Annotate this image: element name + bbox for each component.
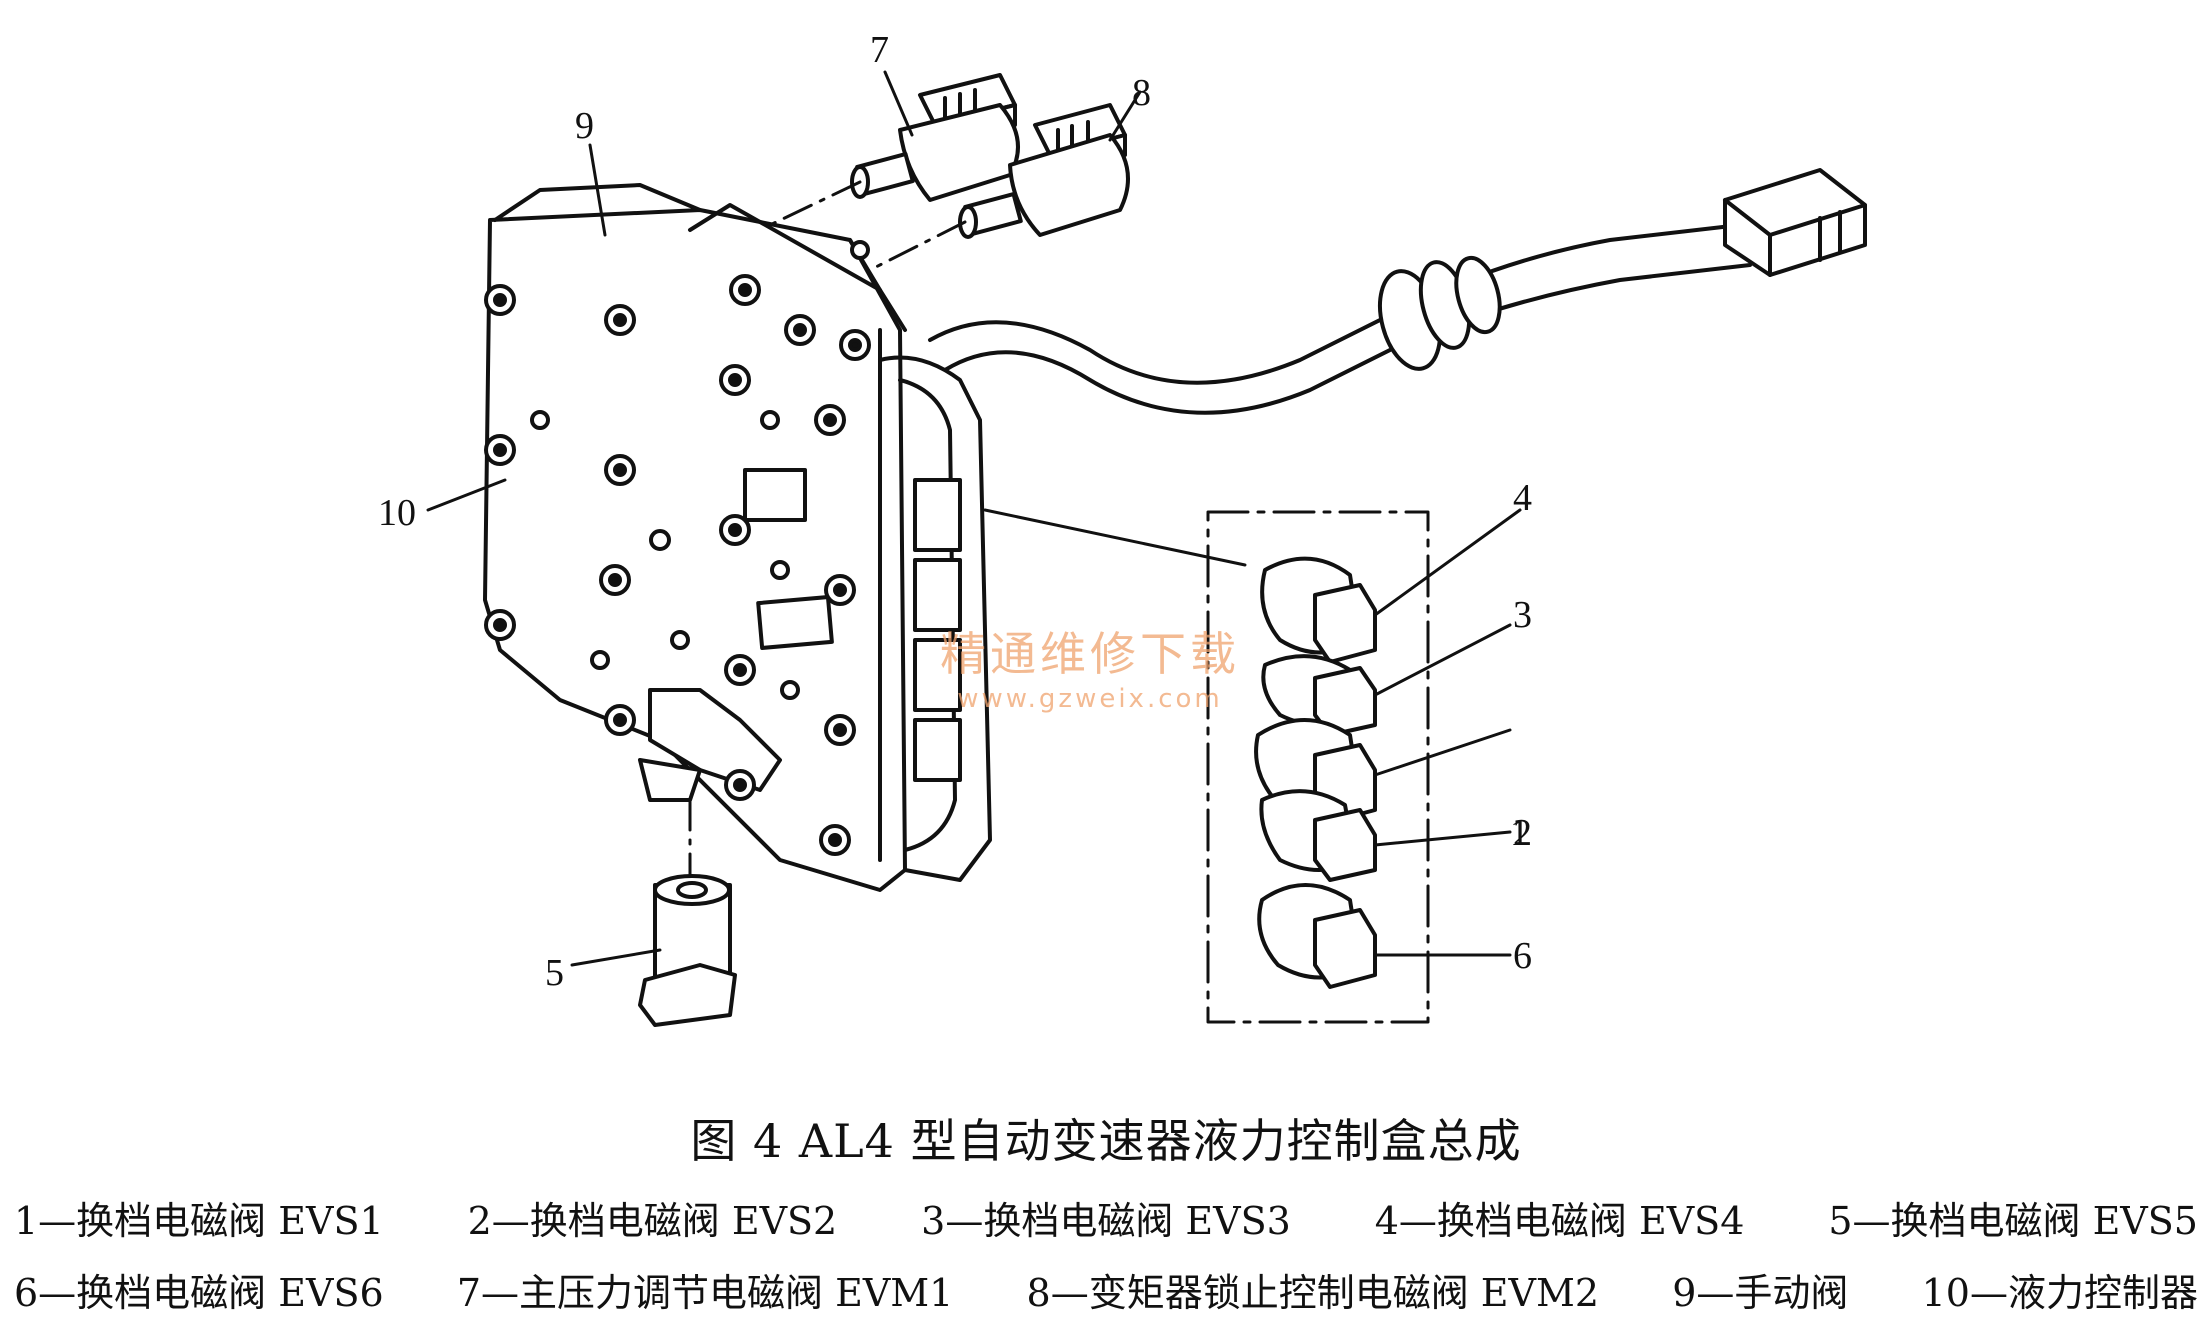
legend-item-5: 5—换档电磁阀 EVS5 <box>1828 1199 2198 1243</box>
callout-1: 1 <box>1510 812 1529 854</box>
valve-body-bolts <box>484 240 871 856</box>
legend-item-10: 10—液力控制器 <box>1921 1271 2198 1315</box>
callout-8: 8 <box>1132 72 1151 114</box>
watermark-text: 精通维修下载 <box>940 627 1240 681</box>
callout-9: 9 <box>575 105 594 147</box>
callout-4: 4 <box>1513 477 1532 519</box>
valve-body-10 <box>483 183 992 892</box>
legend-item-4: 4—换档电磁阀 EVS4 <box>1374 1199 1745 1243</box>
legend-item-8: 8—变矩器锁止控制电磁阀 EVM2 <box>1026 1271 1600 1315</box>
leader-lines <box>426 70 1522 967</box>
legend-row-2: 6—换档电磁阀 EVS6 7—主压力调节电磁阀 EVM1 8—变矩器锁止控制电磁… <box>0 1262 2212 1317</box>
solenoid-evm1-7 <box>850 73 1020 202</box>
solenoid-evs4 <box>1260 556 1377 664</box>
figure-title: 图 4 AL4 型自动变速器液力控制盒总成 <box>690 1114 1522 1168</box>
exploded-diagram: 1 2 3 4 5 6 7 8 9 10 <box>378 29 1867 1027</box>
watermark-url: www.gzweix.com <box>957 684 1223 714</box>
legend-item-9: 9—手动阀 <box>1672 1271 1849 1315</box>
wiring-harness <box>928 168 1867 415</box>
legend-item-2: 2—换档电磁阀 EVS2 <box>467 1199 838 1243</box>
callout-7: 7 <box>870 29 889 71</box>
callout-3: 3 <box>1513 594 1532 636</box>
solenoid-evs6 <box>1257 883 1377 989</box>
callout-5: 5 <box>545 952 564 994</box>
legend-item-3: 3—换档电磁阀 EVS3 <box>921 1199 1291 1243</box>
legend-item-6: 6—换档电磁阀 EVS6 <box>14 1271 384 1315</box>
solenoid-evs3 <box>1261 654 1377 737</box>
assembly-lines <box>688 180 967 882</box>
callout-10: 10 <box>378 492 416 534</box>
legend-item-1: 1—换档电磁阀 EVS1 <box>14 1199 384 1243</box>
callout-labels: 1 2 3 4 5 6 7 8 9 10 <box>378 29 1532 994</box>
watermark: 精通维修下载 www.gzweix.com <box>940 618 1240 714</box>
callout-6: 6 <box>1513 935 1532 977</box>
solenoid-evm2-8 <box>958 103 1130 239</box>
solenoid-evs2 <box>1259 789 1377 882</box>
legend-item-7: 7—主压力调节电磁阀 EVM1 <box>456 1271 954 1315</box>
callout-2: 2 <box>1513 812 1532 854</box>
legend-row-1: 1—换档电磁阀 EVS1 2—换档电磁阀 EVS2 3—换档电磁阀 EVS3 4… <box>0 1190 2212 1245</box>
solenoid-evs5-5 <box>638 874 737 1027</box>
solenoid-group-box <box>983 508 1430 1024</box>
